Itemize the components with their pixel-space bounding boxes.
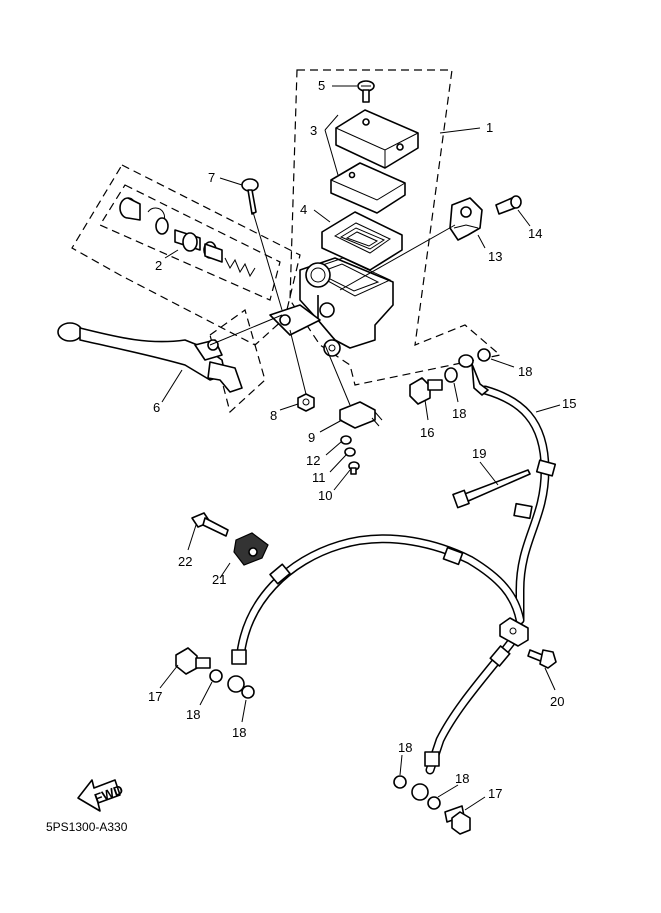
callout-13: 13 <box>488 249 502 264</box>
callout-10: 10 <box>318 488 332 503</box>
callout-16: 16 <box>420 425 434 440</box>
bolt-part-14 <box>495 195 522 215</box>
piston-kit-inner-boundary <box>99 184 281 301</box>
washer-part-18-left-a <box>209 669 223 683</box>
hose-guide-part-21 <box>233 532 269 566</box>
callout-4: 4 <box>300 202 307 217</box>
callout-18-right-b: 18 <box>455 771 469 786</box>
callout-3: 3 <box>310 123 317 138</box>
callout-12: 12 <box>306 453 320 468</box>
callout-9: 9 <box>308 430 315 445</box>
reservoir-cap-part-3 <box>335 109 419 169</box>
washer-part-12 <box>340 435 352 445</box>
cable-tie-part-19 <box>452 469 531 509</box>
leader-lines <box>159 85 561 811</box>
callout-6: 6 <box>153 400 160 415</box>
lever-boundary <box>209 309 266 414</box>
union-bolt-part-17-right <box>444 805 471 835</box>
nut-part-8 <box>297 393 315 412</box>
screw-part-10 <box>348 461 360 475</box>
callout-14: 14 <box>528 226 542 241</box>
brake-switch-part-9 <box>339 401 383 429</box>
bolt-part-7 <box>241 178 259 215</box>
washer-part-11 <box>344 447 356 457</box>
callout-17-left: 17 <box>148 689 162 704</box>
callout-17-right: 17 <box>488 786 502 801</box>
union-bolt-part-16 <box>409 377 443 405</box>
washer-part-18-upper-b <box>477 348 491 362</box>
callout-15: 15 <box>562 396 576 411</box>
callout-18-left-b: 18 <box>232 725 246 740</box>
callout-20: 20 <box>550 694 564 709</box>
washer-part-18-left-b <box>241 685 255 699</box>
washer-part-18-right-a <box>393 775 407 789</box>
piston-kit-part-2 <box>119 197 256 278</box>
callout-8: 8 <box>270 408 277 423</box>
fwd-arrow-icon: FWD <box>77 779 125 812</box>
screw-part-5 <box>357 80 375 103</box>
callout-21: 21 <box>212 572 226 587</box>
callout-19: 19 <box>472 446 486 461</box>
washer-part-18-right-b <box>427 796 441 810</box>
callout-1: 1 <box>486 120 493 135</box>
hose-joint <box>499 617 529 647</box>
brake-lever-part-6 <box>57 322 243 393</box>
bolt-part-20 <box>527 649 557 669</box>
callout-22: 22 <box>178 554 192 569</box>
callout-18-left-a: 18 <box>186 707 200 722</box>
callout-7: 7 <box>208 170 215 185</box>
diagram-code: 5PS1300-A330 <box>46 820 128 834</box>
callout-11: 11 <box>312 470 326 485</box>
diaphragm-part-4 <box>321 211 403 271</box>
callout-5: 5 <box>318 78 325 93</box>
callout-labels: 5 3 1 4 7 2 6 8 9 12 11 10 13 14 16 18 1… <box>148 78 576 801</box>
master-cylinder-assembly-boundary <box>289 69 502 386</box>
holder-part-13 <box>449 197 483 241</box>
callout-18-upper-b: 18 <box>518 364 532 379</box>
master-cylinder-body <box>269 257 394 357</box>
callout-2: 2 <box>155 258 162 273</box>
diaphragm-plate-part-3 <box>330 162 406 214</box>
fwd-label: FWD <box>92 782 125 806</box>
washer-part-18-upper-a <box>444 367 458 383</box>
callout-18-upper-a: 18 <box>452 406 466 421</box>
callout-18-right-a: 18 <box>398 740 412 755</box>
union-bolt-part-17-left <box>175 647 211 675</box>
bolt-part-22 <box>191 512 229 537</box>
brake-hose-left <box>227 534 525 693</box>
brake-hose-part-15 <box>458 354 557 625</box>
